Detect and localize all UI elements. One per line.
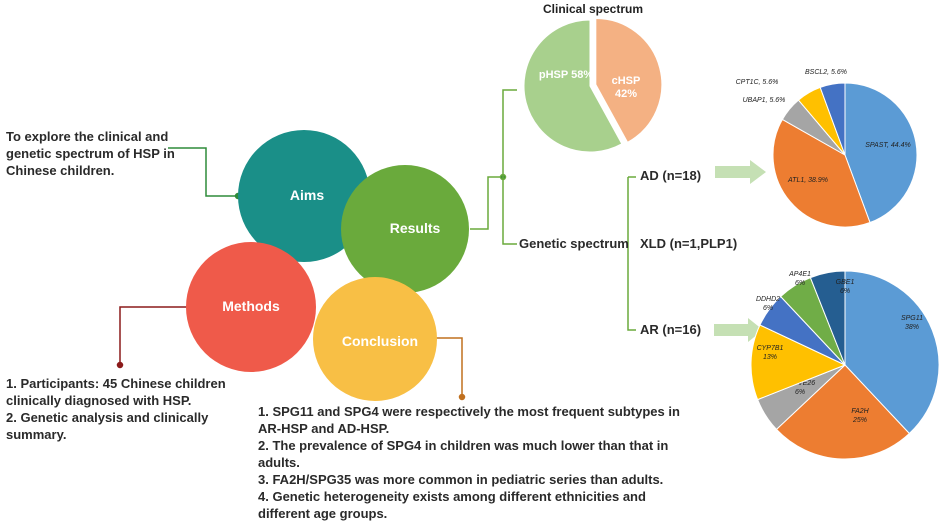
pie-slice-chsp xyxy=(595,18,663,144)
pie-slice-bscl2 xyxy=(819,82,846,156)
methods-list: 1. Participants: 45 Chinese children cli… xyxy=(6,375,236,443)
conclusion-item: 2. The prevalence of SPG4 in children wa… xyxy=(258,438,669,470)
pie-label-spast: SPAST, 44.4% xyxy=(865,142,911,149)
pie-label-atl1: ATL1, 38.9% xyxy=(787,177,828,184)
methods-item: 1. Participants: 45 Chinese children cli… xyxy=(6,376,226,408)
methods-title: Methods xyxy=(222,298,280,314)
pie-slice-spg11 xyxy=(844,270,939,435)
pie-slice-phsp xyxy=(523,19,623,153)
methods-item: 2. Genetic analysis and clinically summa… xyxy=(6,410,209,442)
aims-circle xyxy=(238,130,370,262)
pie-slice-fa2h xyxy=(775,364,911,460)
pie-slice-cyp7b1 xyxy=(750,324,847,401)
pie-label-ubap1: UBAP1, 5.6% xyxy=(743,97,786,104)
pie-label-phsp: pHSP 58% xyxy=(539,69,593,81)
results-circle xyxy=(341,165,469,293)
conclusion-connector xyxy=(432,337,466,401)
conclusion-circle xyxy=(313,277,437,401)
ar-label: AR (n=16) xyxy=(640,322,702,337)
pie-slice-spast xyxy=(844,82,918,224)
conclusion-item: 4. Genetic heterogeneity exists among di… xyxy=(258,489,646,521)
methods-circle xyxy=(186,242,316,372)
clinical-spectrum-title: Clinical spectrum xyxy=(543,2,643,16)
results-title: Results xyxy=(390,220,441,236)
genetic-spectrum-label: Genetic spectrum xyxy=(519,236,629,251)
results-connector xyxy=(470,89,636,331)
arrow-ad xyxy=(715,160,766,184)
methods-connector xyxy=(116,306,216,369)
aims-title: Aims xyxy=(290,187,324,203)
pie-slice-gbe1 xyxy=(809,270,846,366)
conclusion-title: Conclusion xyxy=(342,333,418,349)
ad-gene-pie: SPAST, 44.4% ATL1, 38.9% UBAP1, 5.6% CPT1C,… xyxy=(736,69,918,228)
arrow-ar xyxy=(714,318,763,342)
conclusion-item: 3. FA2H/SPG35 was more common in pediatr… xyxy=(258,472,664,487)
pie-slice-atl1 xyxy=(772,118,871,228)
pie-label-bscl2: BSCL2, 5.6% xyxy=(805,69,847,76)
pie-label-cpt1c: CPT1C, 5.6% xyxy=(736,79,779,86)
xld-label: XLD (n=1,PLP1) xyxy=(640,236,738,251)
aims-description: To explore the clinical and genetic spec… xyxy=(6,129,175,178)
conclusion-item: 1. SPG11 and SPG4 were respectively the … xyxy=(258,404,680,436)
conclusion-list: 1. SPG11 and SPG4 were respectively the … xyxy=(258,403,688,522)
ad-label: AD (n=18) xyxy=(640,168,702,183)
